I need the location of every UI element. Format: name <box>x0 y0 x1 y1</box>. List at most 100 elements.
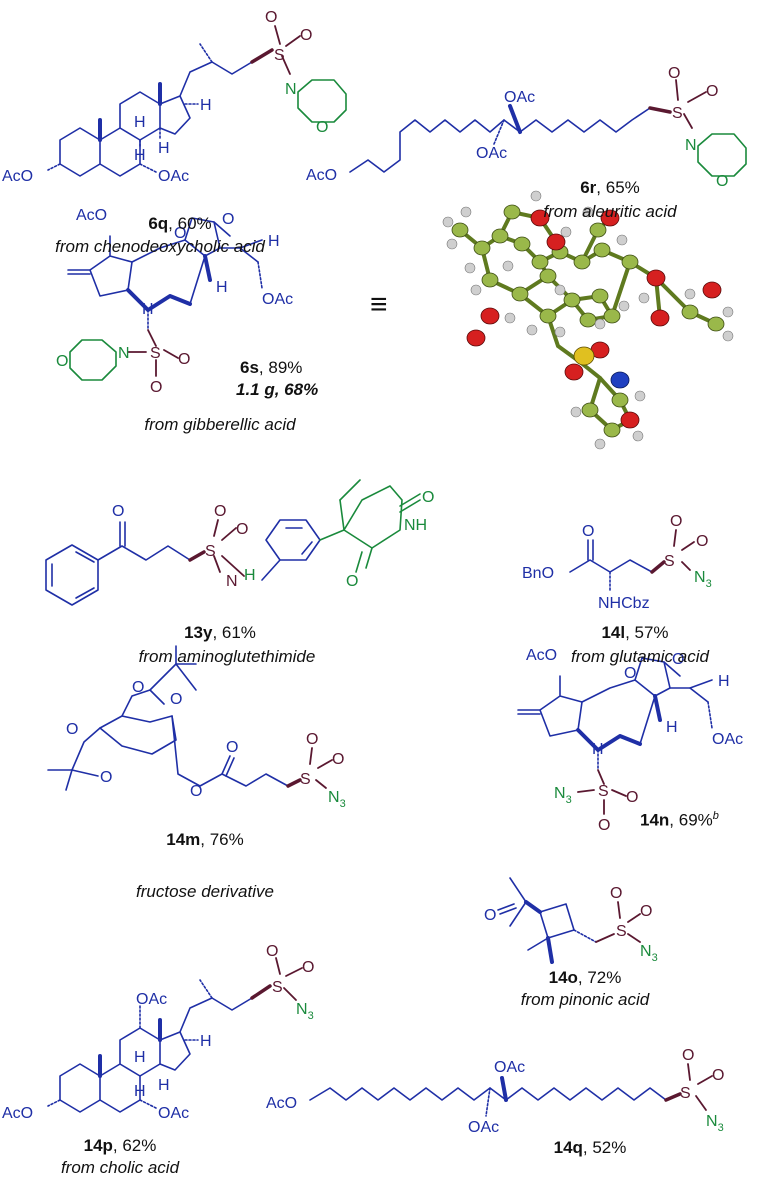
label-aco-14p: AcO <box>2 1105 33 1122</box>
label-o-14n-2: O <box>672 651 684 668</box>
label-aco-6q: AcO <box>2 168 33 185</box>
label-o-14l-3: O <box>696 533 708 550</box>
caption-14o: 14o, 72% <box>548 968 622 987</box>
caption-6q: 6q, 60% <box>148 214 212 233</box>
label-o-14m-4: O <box>170 691 182 708</box>
source-6q: from chenodeoxycholic acid <box>55 237 265 256</box>
label-h-6q-4: H <box>200 97 212 114</box>
caption-14p: 14p, 62% <box>83 1136 157 1155</box>
label-o-6r-2: O <box>706 83 718 100</box>
label-o-6q-3: O <box>316 119 328 136</box>
structure-14n: AcO OAc O O H H H S O O N3 <box>517 647 743 834</box>
label-o-14m-8: O <box>332 751 344 768</box>
caption-6r: 6r, 65% <box>580 178 640 197</box>
label-h-14n-3: H <box>666 719 678 736</box>
label-n-6s: N <box>118 345 130 362</box>
label-o-13y-3: O <box>236 521 248 538</box>
label-s-14o: S <box>616 923 627 940</box>
label-n3-14l: N3 <box>694 569 712 590</box>
caption-14l: 14l, 57% <box>601 623 669 642</box>
label-h-6s-1: H <box>268 233 280 250</box>
label-o-14l-2: O <box>670 513 682 530</box>
label-o-14o-1: O <box>484 907 496 924</box>
label-oac-14n: OAc <box>712 731 743 748</box>
label-aco-6r: AcO <box>306 167 337 184</box>
source-14m: fructose derivative <box>136 882 274 901</box>
label-s-6r: S <box>672 105 683 122</box>
label-h-6s-3: H <box>216 279 228 296</box>
label-o-14m-7: O <box>306 731 318 748</box>
caption-14q: 14q, 52% <box>553 1138 627 1157</box>
label-nhcbz-14l: NHCbz <box>598 595 650 612</box>
label-o-6s-4: O <box>150 379 162 396</box>
label-o-14m-1: O <box>66 721 78 738</box>
label-oac-6q: OAc <box>158 168 189 185</box>
label-h-6q-1: H <box>134 114 146 131</box>
label-o-14q-2: O <box>712 1067 724 1084</box>
label-n-6r: N <box>685 137 697 154</box>
label-n-13y: N <box>226 573 238 590</box>
crystal-structure-image <box>442 190 734 450</box>
label-h-14p-3: H <box>158 1077 170 1094</box>
label-o-6s-2: O <box>222 211 234 228</box>
label-n3-14o: N3 <box>640 943 658 964</box>
label-n3-14n: N3 <box>554 785 572 806</box>
label-o-6s-3: O <box>178 351 190 368</box>
label-o-6r-3: O <box>716 173 728 190</box>
label-aco-14q: AcO <box>266 1095 297 1112</box>
label-o-14p-2: O <box>302 959 314 976</box>
label-s-6s: S <box>150 345 161 362</box>
source-13y: from aminoglutethimide <box>138 647 316 666</box>
label-h-6q-3: H <box>158 140 170 157</box>
label-o-13y-5: O <box>346 573 358 590</box>
label-nh-13y: NH <box>404 517 427 534</box>
label-o-14o-2: O <box>610 885 622 902</box>
structure-6q: AcO OAc H H H H S O O N O <box>2 9 347 185</box>
label-o-6q-1: O <box>265 9 277 26</box>
label-o-6s-1: O <box>174 225 186 242</box>
structure-14m: O O O O O O S O O N3 <box>47 645 346 810</box>
equivalence-symbol: ≡ <box>370 288 388 321</box>
caption-13y: 13y, 61% <box>184 623 256 642</box>
label-o-6s-5: O <box>56 353 68 370</box>
label-h-6s-2: H <box>142 301 154 318</box>
structure-6r: AcO OAc OAc S O O N O <box>306 65 747 190</box>
structure-14l: BnO O NHCbz S O O N3 <box>522 513 712 612</box>
structure-14q: AcO OAc OAc S O O N3 <box>266 1047 724 1136</box>
label-o-14n-1: O <box>624 665 636 682</box>
source-14l: from glutamic acid <box>571 647 709 666</box>
label-o-14m-3: O <box>132 679 144 696</box>
label-o-14n-4: O <box>598 817 610 834</box>
label-aco-14n: AcO <box>526 647 557 664</box>
label-oac-6r-2: OAc <box>476 145 507 162</box>
label-o-14n-3: O <box>626 789 638 806</box>
label-o-6q-2: O <box>300 27 312 44</box>
label-h-14p-2: H <box>134 1083 146 1100</box>
caption-14m: 14m, 76% <box>166 830 244 849</box>
label-oac-14q-1: OAc <box>494 1059 525 1076</box>
label-s-14m: S <box>300 771 311 788</box>
label-o-14o-3: O <box>640 903 652 920</box>
label-o-14q-1: O <box>682 1047 694 1064</box>
label-o-13y-4: O <box>422 489 434 506</box>
label-aco-6s: AcO <box>76 207 107 224</box>
source-6r: from aleuritic acid <box>543 202 677 221</box>
label-h-6q-2: H <box>134 147 146 164</box>
label-o-6r-1: O <box>668 65 680 82</box>
label-o-13y-2: O <box>214 503 226 520</box>
structure-6s: AcO OAc O O H H H S O O N O ≡ <box>56 207 388 396</box>
label-h-14p-4: H <box>200 1033 212 1050</box>
label-h-14n-2: H <box>592 741 604 758</box>
label-o-14m-2: O <box>100 769 112 786</box>
source-14p: from cholic acid <box>60 1158 180 1177</box>
label-s-13y: S <box>205 543 216 560</box>
structure-14o: O S O O N3 <box>484 877 658 964</box>
label-o-14m-6: O <box>226 739 238 756</box>
label-oac-14p-2: OAc <box>158 1105 189 1122</box>
label-s-6q: S <box>274 47 285 64</box>
label-oac-14q-2: OAc <box>468 1119 499 1136</box>
label-oac-14p-1: OAc <box>136 991 167 1008</box>
label-h-14p-1: H <box>134 1049 146 1066</box>
label-oac-6s: OAc <box>262 291 293 308</box>
